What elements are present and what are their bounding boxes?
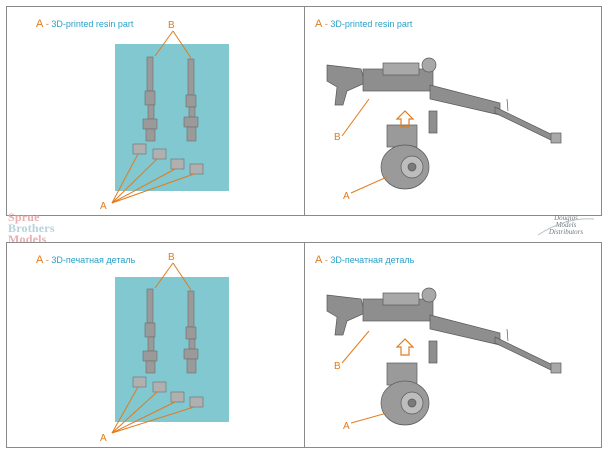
bipod-leg-right	[183, 58, 199, 142]
logo-word: Sprue	[8, 210, 40, 224]
caption-dash: -	[45, 19, 49, 29]
bottom-band: A - 3D-печатная деталь	[6, 242, 602, 448]
top-band: A - 3D-printed resin part	[6, 6, 602, 216]
small-parts	[132, 143, 204, 175]
caption-letter: A	[36, 254, 44, 266]
caption-text: 3D-печатная деталь	[330, 255, 415, 265]
insert-arrow	[395, 338, 415, 356]
panel-caption: A - 3D-печатная деталь	[36, 254, 135, 266]
panel-top-left: A - 3D-printed resin part	[7, 7, 304, 215]
caption-text: 3D-printed resin part	[330, 19, 413, 29]
caption-text: 3D-печатная деталь	[51, 255, 136, 265]
drum-magazine	[380, 362, 430, 426]
drum-magazine	[380, 124, 430, 190]
caption-letter: A	[315, 18, 323, 30]
caption-dash: -	[324, 19, 328, 29]
rifle-illustration: B A	[326, 57, 562, 202]
insert-arrow	[395, 110, 415, 128]
panel-divider	[304, 7, 305, 215]
logo-word: Douglas	[554, 214, 578, 222]
small-parts	[132, 376, 204, 408]
label-a: A	[343, 191, 350, 202]
caption-text: 3D-printed resin part	[51, 19, 134, 29]
label-a: A	[343, 421, 350, 432]
label-a: A	[100, 201, 107, 212]
leader-lines	[111, 262, 195, 434]
logo-word: Distributors	[548, 228, 584, 236]
label-a: A	[100, 433, 107, 444]
caption-letter: A	[36, 18, 44, 30]
bipod-leg-left	[142, 288, 158, 374]
rifle-illustration: B A	[326, 287, 562, 432]
logo-word: Models	[555, 221, 577, 229]
rifle-body	[326, 287, 562, 374]
label-b: B	[334, 361, 341, 372]
caption-dash: -	[324, 255, 328, 265]
label-b: B	[334, 132, 341, 143]
bipod-leg-right	[183, 290, 199, 374]
label-b: B	[168, 20, 175, 31]
leader-lines	[341, 98, 388, 194]
panel-top-right: A - 3D-printed resin part	[305, 7, 601, 215]
label-b: B	[168, 252, 175, 263]
caption-letter: A	[315, 254, 323, 266]
leader-lines	[111, 30, 195, 204]
panel-divider	[304, 243, 305, 447]
bipod-leg-left	[142, 56, 158, 142]
panel-caption: A - 3D-printed resin part	[36, 18, 133, 30]
panel-bottom-right: A - 3D-печатная деталь	[305, 243, 601, 447]
caption-dash: -	[45, 255, 49, 265]
panel-caption: A - 3D-printed resin part	[315, 18, 412, 30]
logo-word: Brothers	[8, 221, 55, 235]
resin-parts-illustration: B A	[100, 20, 229, 212]
panel-bottom-left: A - 3D-печатная деталь	[7, 243, 304, 447]
rifle-body	[326, 57, 562, 144]
douglas-models-logo: Douglas Models Distributors	[536, 215, 596, 239]
panel-caption: A - 3D-печатная деталь	[315, 254, 414, 266]
leader-lines	[341, 330, 388, 424]
logo-swoosh	[537, 218, 595, 236]
resin-parts-illustration: B A	[100, 252, 229, 444]
